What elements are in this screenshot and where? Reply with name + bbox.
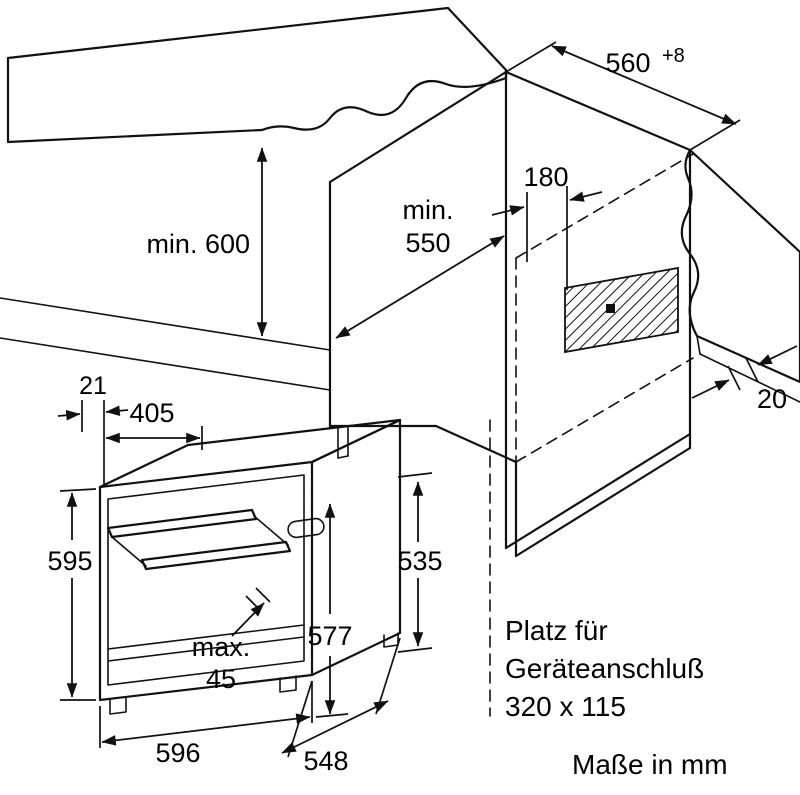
dim-20-tick-1 (727, 365, 741, 391)
dim-connection-width: 180 (491, 162, 603, 290)
dim-niche-depth-arrow (335, 235, 505, 339)
oven-foot-front-right (279, 675, 297, 693)
worktop-left (6, 6, 508, 144)
dim-front-overhang: 21 (57, 372, 129, 484)
oven-door-frame (107, 474, 305, 686)
dim-rear-height: 535 (397, 472, 443, 653)
dim-20-arrow-right (757, 345, 798, 366)
dim-niche-height: min. 600 (146, 147, 268, 337)
worktop-right (680, 148, 800, 403)
oven-handle-bar-rear (140, 540, 292, 571)
dim-180-arrow-right (569, 191, 603, 202)
oven-handle-post-left (111, 536, 147, 567)
oven-foot-rear (383, 632, 399, 648)
dim-rear-height-label: 535 (397, 546, 442, 576)
niche-top-edge-right (504, 70, 692, 152)
dim-connection-width-label: 180 (523, 162, 568, 192)
dim-appliance-depth-label: 548 (303, 746, 348, 776)
oven-display (287, 517, 325, 539)
niche-bottom-edge-1 (504, 432, 692, 550)
dim-appliance-width-label: 596 (155, 738, 200, 768)
dim-top-depth: 405 (105, 398, 203, 450)
dim-560-arrow (551, 45, 737, 125)
dim-20-tick-2 (745, 357, 759, 383)
worktop-right-surface (680, 148, 800, 384)
dim-top-depth-label: 405 (129, 398, 174, 428)
connection-note-line3: 320 x 115 (505, 691, 626, 722)
wall-line-upper (0, 297, 331, 351)
dim-596-arrow (101, 713, 311, 746)
dim-appliance-width: 596 (99, 681, 313, 768)
niche-back-bottom-edge (515, 357, 694, 463)
dim-535-ext-bottom (397, 647, 433, 653)
dim-45-tick-1 (245, 595, 261, 611)
dim-niche-depth-value: 550 (405, 228, 450, 258)
oven-handle-post-right (253, 515, 289, 546)
oven-right-face (310, 418, 402, 677)
dim-560-ext-left (505, 41, 557, 73)
connection-note-line1: Platz für (505, 615, 608, 646)
dim-535-ext-top (397, 472, 433, 478)
dim-appliance-height-label: 595 (47, 546, 92, 576)
wall-lines (0, 297, 331, 391)
dim-560-ext-right (689, 119, 741, 151)
units-note: Maße in mm (572, 749, 728, 780)
dim-niche-height-label: min. 600 (146, 229, 250, 259)
niche-hidden-edges (489, 153, 694, 717)
dim-rear-gap: 20 (691, 345, 798, 414)
dim-rear-gap-label: 20 (757, 384, 787, 414)
connection-note-line2: Geräteanschluß (505, 653, 704, 684)
niche-top-edge-left (328, 70, 508, 184)
dim-21-arrow-left (57, 409, 81, 421)
dim-door-protrusion-value: 45 (206, 664, 236, 694)
dim-45-leader (231, 602, 265, 637)
dim-548-arrow (281, 700, 389, 754)
niche-back-top-edge (515, 153, 694, 259)
dim-577-ext-bottom (315, 713, 349, 718)
oven (98, 418, 402, 715)
worktop-right-edge-join (696, 335, 701, 355)
hatch-area (564, 266, 679, 354)
dim-45-tick-2 (255, 587, 271, 603)
oven-door-bottom-line-1 (107, 624, 305, 650)
dim-180-arrow-left (491, 205, 525, 216)
dim-595-ext-top (59, 488, 97, 492)
dim-21-arrow-right (105, 405, 129, 417)
dim-niche-width-label: 560 (605, 48, 650, 78)
dim-appliance-depth: 548 (281, 637, 401, 776)
oven-foot-front-left (109, 697, 127, 715)
oven-top-face (98, 418, 402, 489)
dim-door-protrusion-word: max. (192, 632, 251, 662)
dim-body-height: 577 (307, 503, 353, 718)
dim-548-ext-rear (375, 637, 401, 715)
oven-door-bottom-line-2 (107, 636, 305, 662)
wall-line-lower (0, 337, 331, 391)
dim-niche-width: 560 +8 (505, 41, 741, 151)
dim-niche-depth: min. 550 (335, 195, 505, 339)
worktop-left-surface (6, 6, 508, 144)
plinth-line-3 (337, 455, 349, 459)
connection-point (606, 304, 615, 313)
connection-area (564, 266, 679, 354)
niche-bottom-edge-2 (514, 446, 692, 558)
dim-door-protrusion: max. 45 (192, 587, 271, 694)
connection-space-note: Platz für Geräteanschluß 320 x 115 (505, 615, 704, 722)
worktop-right-thickness (699, 353, 800, 403)
dim-front-overhang-label: 21 (79, 372, 107, 400)
dim-appliance-height: 595 (47, 488, 97, 701)
dim-body-height-label: 577 (307, 621, 352, 651)
dim-niche-width-tolerance: +8 (662, 45, 685, 67)
dim-niche-depth-word: min. (402, 195, 453, 225)
dim-20-arrow-left (691, 379, 730, 399)
oven-handle-bar-front (106, 508, 258, 539)
niche-floor-side (434, 424, 518, 464)
